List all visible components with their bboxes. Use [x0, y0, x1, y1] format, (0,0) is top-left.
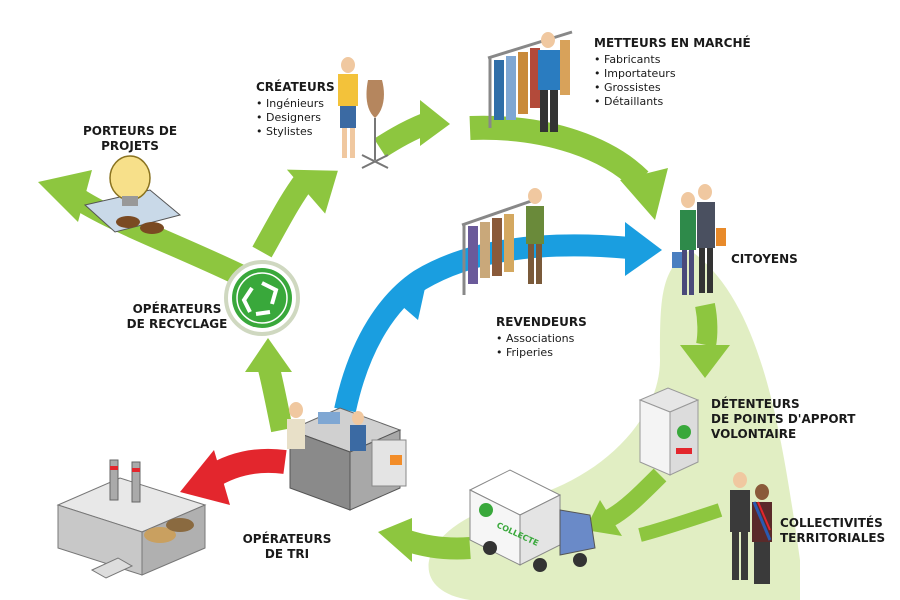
porteurs-line2: PROJETS — [101, 139, 159, 153]
collection-bin-icon — [638, 387, 700, 476]
blue-arrow-mid-head — [395, 288, 425, 320]
recycle-icon — [224, 260, 300, 336]
collectivites-line1: COLLECTIVITÉS — [780, 516, 883, 530]
list-item: Friperies — [496, 346, 587, 360]
tri-line2: DE TRI — [264, 547, 310, 561]
sorting-station-icon — [287, 402, 407, 511]
arrow-to-metteurs — [374, 113, 430, 158]
list-item: Détaillants — [594, 95, 751, 109]
list-item: Grossistes — [594, 81, 751, 95]
arrow-head-detenteurs — [680, 345, 730, 378]
list-item: Fabricants — [594, 53, 751, 67]
metteurs-list: Fabricants Importateurs Grossistes Détai… — [594, 53, 751, 109]
revendeurs-title: REVENDEURS — [496, 315, 587, 329]
metteurs-title: METTEURS EN MARCHÉ — [594, 36, 751, 50]
officials-icon — [730, 472, 772, 584]
detenteurs-line2: DE POINTS D'APPORT — [711, 412, 856, 426]
porteurs-label: PORTEURS DE PROJETS — [70, 124, 190, 154]
blue-arrow-head — [625, 222, 662, 276]
revendeurs-label: REVENDEURS Associations Friperies — [496, 315, 587, 360]
createurs-title: CRÉATEURS — [256, 80, 335, 94]
arrow-to-tri — [401, 529, 471, 560]
arrow-to-recyclage — [257, 362, 293, 433]
createurs-label: CRÉATEURS Ingénieurs Designers Stylistes — [256, 80, 335, 139]
detenteurs-label: DÉTENTEURS DE POINTS D'APPORT VOLONTAIRE — [711, 397, 855, 442]
list-item: Stylistes — [256, 125, 335, 139]
shoppers-icon — [672, 184, 726, 295]
detenteurs-line1: DÉTENTEURS — [711, 397, 800, 411]
blue-arrow — [334, 234, 631, 413]
list-item: Ingénieurs — [256, 97, 335, 111]
tri-label: OPÉRATEURS DE TRI — [232, 532, 342, 562]
arrow-to-citoyens — [469, 115, 649, 189]
collectivites-line2: TERRITORIALES — [780, 531, 886, 545]
arrow-head-createurs — [286, 169, 338, 214]
clothes-rack-icon — [487, 30, 573, 132]
arrow-to-truck — [605, 468, 667, 526]
arrow-head-metteurs — [420, 100, 450, 146]
porteurs-line1: PORTEURS DE — [82, 124, 178, 138]
list-item: Designers — [256, 111, 335, 125]
truck-icon: COLLECTE — [468, 469, 596, 572]
arrow-to-detenteurs — [695, 303, 718, 347]
tri-line1: OPÉRATEURS — [242, 532, 332, 546]
arrow-head-porteurs — [38, 170, 92, 222]
createurs-list: Ingénieurs Designers Stylistes — [256, 97, 335, 139]
recyclage-line1: OPÉRATEURS — [132, 302, 222, 316]
arrow-to-createurs — [252, 173, 314, 258]
second-hand-rack-icon — [461, 188, 544, 295]
list-item: Associations — [496, 332, 587, 346]
arrow-head-citoyens — [620, 168, 668, 220]
arrow-head-truck — [585, 500, 622, 536]
arrow-head-tri — [378, 518, 412, 562]
factory-icon — [56, 459, 207, 579]
designer-icon — [338, 57, 389, 169]
detenteurs-line3: VOLONTAIRE — [711, 427, 797, 441]
metteurs-label: METTEURS EN MARCHÉ Fabricants Importateu… — [594, 36, 751, 109]
arrow-from-collectivites — [638, 503, 723, 542]
recyclage-label: OPÉRATEURS DE RECYCLAGE — [122, 302, 232, 332]
arrow-head-recyclage — [245, 338, 292, 372]
lightbulb-icon — [83, 155, 182, 234]
revendeurs-list: Associations Friperies — [496, 332, 587, 360]
collectivites-label: COLLECTIVITÉS TERRITORIALES — [780, 516, 885, 546]
list-item: Importateurs — [594, 67, 751, 81]
citoyens-title: CITOYENS — [731, 252, 798, 266]
recyclage-line2: DE RECYCLAGE — [126, 317, 228, 331]
red-arrow-head — [180, 450, 230, 505]
citoyens-label: CITOYENS — [731, 252, 798, 267]
